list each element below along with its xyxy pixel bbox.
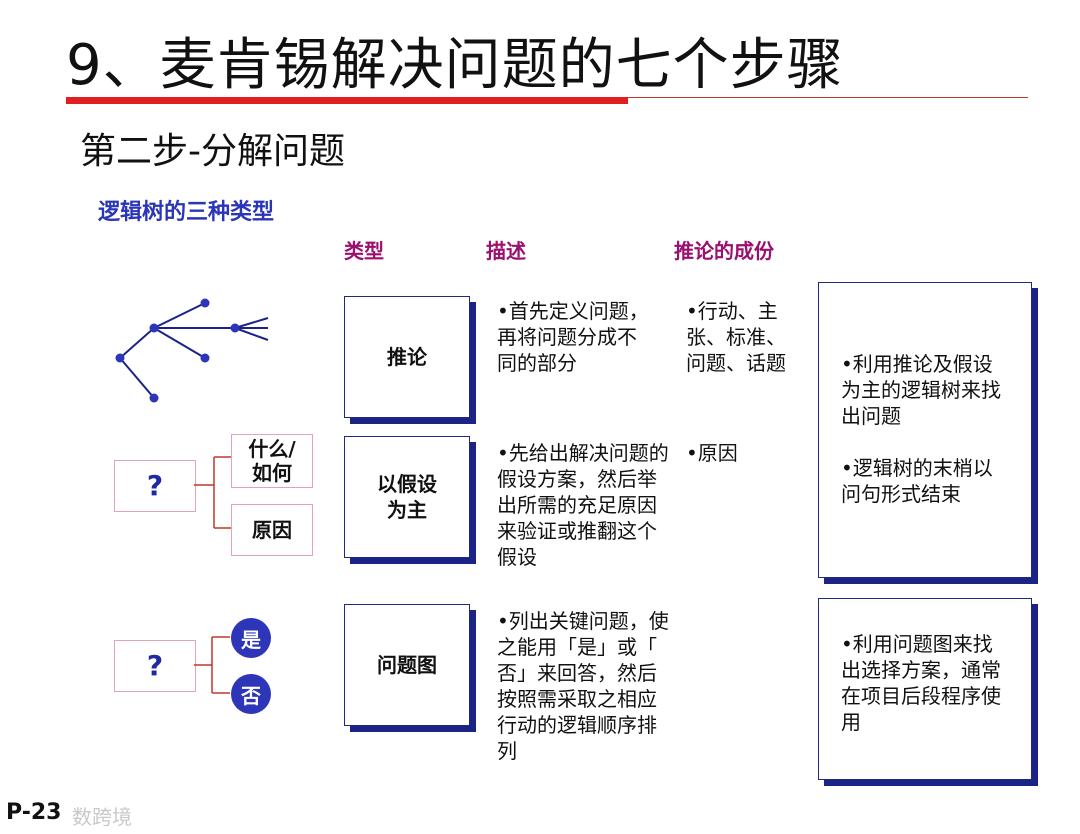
issue-question-box: ?	[114, 640, 196, 692]
column-header-components: 推论的成份	[674, 239, 774, 263]
description-issue-map: •列出关键问题，使 之能用「是」或「 否」来回答，然后 按照需采取之相应 行动的…	[497, 609, 669, 763]
summary-text: •利用推论及假设 为主的逻辑树来找 出问题 •逻辑树的末梢以 问句形式结束	[841, 352, 1001, 506]
branch-what-how: 什么/ 如何	[231, 434, 313, 488]
type-box-issue-map: 问题图	[344, 604, 470, 726]
question-mark: ?	[146, 469, 164, 502]
summary-box-issue-map: •利用问题图来找 出选择方案，通常 在项目后段程序使 用	[818, 598, 1032, 780]
description-deduction: •首先定义问题， 再将问题分成不 同的部分	[497, 299, 649, 375]
branch-reason: 原因	[231, 504, 313, 556]
summary-box-deduction-hypothesis: •利用推论及假设 为主的逻辑树来找 出问题 •逻辑树的末梢以 问句形式结束	[818, 282, 1032, 578]
issue-connector	[194, 636, 230, 694]
hypothesis-connector	[194, 456, 232, 529]
type-box-deduction: 推论	[344, 296, 470, 418]
summary-text: •利用问题图来找 出选择方案，通常 在项目后段程序使 用	[841, 632, 1001, 734]
page-number: P-23	[6, 800, 62, 825]
title-underline-accent	[66, 97, 628, 104]
hypothesis-question-box: ?	[114, 460, 196, 512]
page-subtitle: 第二步-分解问题	[80, 131, 345, 172]
no-badge: 否	[231, 674, 271, 714]
watermark: 数跨境	[72, 805, 132, 829]
section-label: 逻辑树的三种类型	[98, 200, 275, 225]
column-header-type: 类型	[344, 239, 384, 263]
type-box-hypothesis: 以假设 为主	[344, 436, 470, 558]
components-hypothesis: •原因	[686, 441, 738, 465]
description-hypothesis: •先给出解决问题的 假设方案，然后举 出所需的充足原因 来验证或推翻这个 假设	[497, 441, 669, 569]
question-mark: ?	[146, 649, 164, 682]
logic-tree-diagram	[115, 298, 269, 403]
yes-badge: 是	[231, 618, 271, 658]
column-header-description: 描述	[486, 239, 526, 263]
page-title: 9、麦肯锡解决问题的七个步骤	[66, 33, 844, 98]
components-deduction: •行动、主 张、标准、 问题、话题	[686, 299, 786, 375]
